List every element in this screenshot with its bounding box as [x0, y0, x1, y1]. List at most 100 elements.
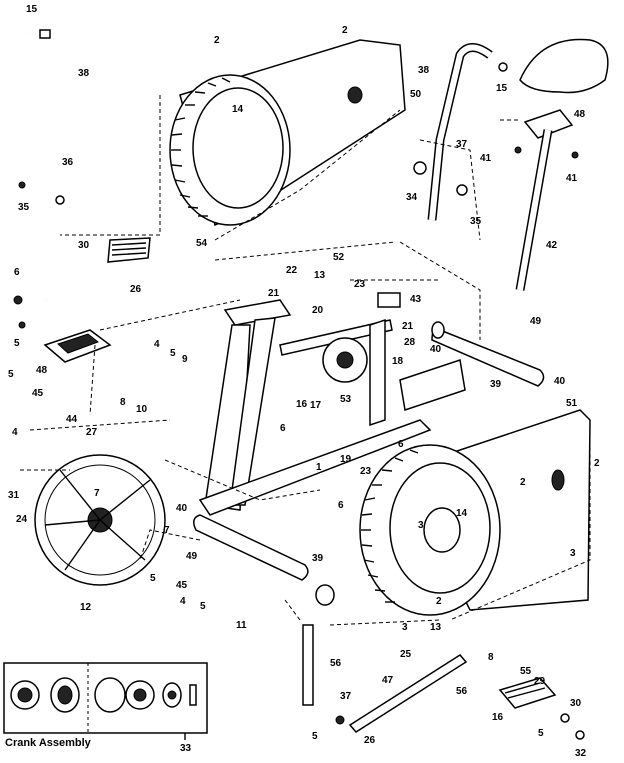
callout-24: 24	[16, 514, 28, 525]
callout-36: 36	[62, 157, 74, 168]
callout-37: 37	[456, 139, 468, 150]
callout-6: 6	[398, 439, 404, 450]
callout-3: 3	[570, 548, 576, 559]
callout-5: 5	[170, 348, 176, 359]
callout-49: 49	[530, 316, 542, 327]
callout-40: 40	[430, 344, 442, 355]
callout-2: 2	[214, 35, 220, 46]
callout-33: 33	[180, 743, 192, 754]
leader-lines	[20, 95, 591, 626]
callout-13: 13	[430, 622, 442, 633]
callout-14: 14	[456, 508, 468, 519]
callout-18: 18	[392, 356, 404, 367]
right-handlebar-assembly	[413, 43, 508, 221]
callout-39: 39	[312, 553, 324, 564]
callout-8: 8	[488, 652, 494, 663]
callout-41: 41	[566, 173, 578, 184]
lower-parts	[302, 624, 585, 740]
callout-19: 19	[340, 454, 352, 465]
callout-35: 35	[18, 202, 30, 213]
callout-5: 5	[200, 601, 206, 612]
callout-6: 6	[14, 267, 20, 278]
callout-38: 38	[418, 65, 430, 76]
front-stabilizer	[193, 514, 335, 606]
crank-assembly-caption: Crank Assembly	[5, 737, 92, 749]
callout-4: 4	[12, 427, 18, 438]
callout-16: 16	[296, 399, 308, 410]
callout-2: 2	[520, 477, 526, 488]
callout-50: 50	[410, 89, 422, 100]
callout-30: 30	[570, 698, 582, 709]
callout-10: 10	[136, 404, 148, 415]
callout-45: 45	[176, 580, 188, 591]
rear-stabilizer	[431, 321, 545, 387]
callout-13: 13	[314, 270, 326, 281]
callout-16: 16	[492, 712, 504, 723]
callout-48: 48	[574, 109, 586, 120]
callout-14: 14	[232, 104, 244, 115]
callout-4: 4	[180, 596, 186, 607]
callout-56: 56	[330, 658, 342, 669]
callout-55: 55	[520, 666, 532, 677]
callout-45: 45	[32, 388, 44, 399]
callout-3: 3	[402, 622, 408, 633]
callout-31: 31	[8, 490, 20, 501]
callout-17: 17	[310, 400, 322, 411]
callout-47: 47	[382, 675, 394, 686]
callout-21: 21	[268, 288, 280, 299]
upper-shroud-50	[169, 39, 406, 227]
callout-3: 3	[418, 520, 424, 531]
callout-12: 12	[80, 602, 92, 613]
lower-shroud-51	[359, 409, 591, 616]
callout-22: 22	[286, 265, 298, 276]
callout-25: 25	[400, 649, 412, 660]
callout-11: 11	[236, 620, 247, 631]
callout-49: 49	[186, 551, 198, 562]
callout-2: 2	[342, 25, 348, 36]
seat-assembly	[514, 38, 609, 291]
callout-7: 7	[94, 488, 100, 499]
callout-32: 32	[575, 748, 587, 759]
callout-56: 56	[456, 686, 468, 697]
callout-2: 2	[594, 458, 600, 469]
callout-6: 6	[280, 423, 286, 434]
callout-42: 42	[546, 240, 558, 251]
callout-5: 5	[538, 728, 544, 739]
callout-30: 30	[78, 240, 90, 251]
callout-35: 35	[470, 216, 482, 227]
callout-39: 39	[490, 379, 502, 390]
callout-2: 2	[436, 596, 442, 607]
callout-41: 41	[480, 153, 492, 164]
callout-15: 15	[496, 83, 508, 94]
callout-51: 51	[566, 398, 578, 409]
callout-43: 43	[410, 294, 422, 305]
callout-9: 9	[182, 354, 188, 365]
fan-wheel	[34, 454, 166, 586]
callout-15: 15	[26, 4, 38, 15]
callout-5: 5	[312, 731, 318, 742]
callout-44: 44	[66, 414, 78, 425]
callout-27: 27	[86, 427, 98, 438]
callout-20: 20	[312, 305, 324, 316]
callout-6: 6	[338, 500, 344, 511]
callout-53: 53	[340, 394, 352, 405]
callout-5: 5	[8, 369, 14, 380]
callout-48: 48	[36, 365, 48, 376]
callout-52: 52	[333, 252, 345, 263]
callout-26: 26	[130, 284, 142, 295]
callout-21: 21	[402, 321, 414, 332]
left-handlebar-assembly	[13, 29, 151, 363]
callout-7: 7	[164, 525, 170, 536]
callout-1: 1	[316, 462, 322, 473]
callout-38: 38	[78, 68, 90, 79]
callout-40: 40	[176, 503, 188, 514]
main-frame	[198, 292, 466, 516]
callout-29: 29	[534, 676, 546, 687]
callout-40: 40	[554, 376, 566, 387]
callout-28: 28	[404, 337, 416, 348]
callout-28: 28	[0, 0, 12, 3]
callout-54: 54	[196, 238, 208, 249]
callout-5: 5	[150, 573, 156, 584]
